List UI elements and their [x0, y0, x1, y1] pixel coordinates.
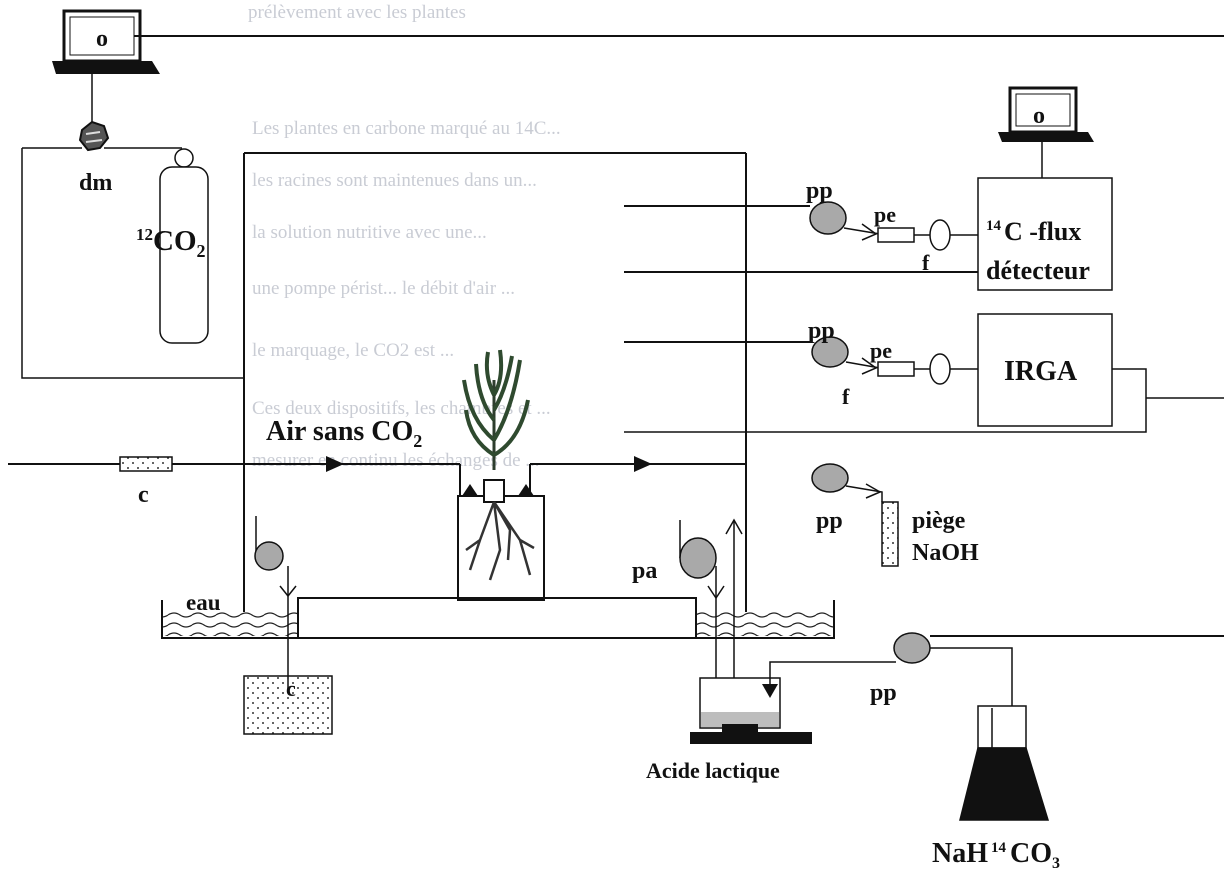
- pe-label-1: pe: [874, 202, 896, 227]
- background-text-0: prélèvement avec les plantes: [248, 2, 466, 23]
- nah-bottle-line: [930, 647, 1013, 706]
- background-text-3: la solution nutritive avec une...: [252, 222, 487, 243]
- pa-down-arrowhead: [707, 585, 725, 600]
- pa-pump-icon: [679, 537, 717, 579]
- dm-label: dm: [79, 170, 112, 196]
- air-label: Air sans CO2: [266, 416, 422, 451]
- air-arrow-right: [634, 456, 652, 472]
- water-right: [697, 612, 833, 636]
- background-text-2: les racines sont maintenues dans un...: [252, 170, 537, 191]
- irga-output-line: [624, 368, 1224, 433]
- irga-label: IRGA: [1004, 356, 1078, 387]
- acid-liquid: [701, 712, 779, 727]
- f-filter-icon-2: [929, 353, 951, 385]
- pp-label-3: pp: [816, 508, 843, 534]
- c-filter-icon: [119, 456, 173, 472]
- pp3-to-trap-line: [845, 485, 883, 502]
- background-text-4: une pompe périst... le débit d'air ...: [252, 278, 516, 299]
- c-filter-label: c: [138, 482, 149, 508]
- flux-detector-label-2: détecteur: [986, 256, 1090, 285]
- nah-arrowhead: [762, 684, 778, 698]
- acid-stirrer: [722, 724, 758, 732]
- pp-pump-icon-2: [811, 336, 849, 368]
- flux-detector-box: [977, 177, 1113, 291]
- water-bath-inner: [297, 597, 697, 638]
- pp1-arrowhead: [861, 223, 878, 241]
- nah-pump-icon: [893, 632, 931, 664]
- acid-up-arrowhead: [725, 518, 743, 535]
- air-arrow-left: [326, 456, 344, 472]
- f-filter-icon-1: [929, 219, 951, 251]
- f-label-2: f: [842, 384, 850, 409]
- pp-label-4: pp: [870, 680, 897, 706]
- water-left: [163, 612, 297, 636]
- c-container-label: c: [286, 676, 296, 701]
- pp-label-1: pp: [806, 178, 833, 204]
- background-text-5: le marquage, le CO2 est ...: [252, 340, 455, 361]
- pp-label-2: pp: [808, 318, 835, 344]
- pa-label: pa: [632, 558, 657, 584]
- acide-label: Acide lactique: [646, 758, 780, 783]
- co2-bottle-icon: [159, 148, 209, 344]
- irga-box: [977, 313, 1113, 427]
- pe-filter-icon-2: [877, 361, 915, 377]
- pp-pump-icon-3: [811, 463, 849, 493]
- co2-loop-line: [21, 147, 244, 379]
- plant-collar: [483, 479, 505, 503]
- eau-label: eau: [186, 590, 221, 615]
- acid-plate: [690, 732, 812, 744]
- left-pump-icon: [254, 541, 284, 571]
- dm-flowmeter-icon: [78, 120, 110, 152]
- computer-icon-left: [52, 9, 160, 74]
- pot-seal-right: [518, 484, 534, 496]
- piege-label-1: piège: [912, 508, 966, 534]
- f-label-1: f: [922, 250, 930, 275]
- water-bath-tray: [161, 600, 835, 639]
- naoh-trap-icon: [881, 501, 899, 567]
- co2-bottle-label: 12CO2: [136, 225, 206, 261]
- pp-pump-icon-1: [809, 201, 847, 235]
- plant-icon: [462, 349, 530, 470]
- computer-icon-right: [998, 86, 1094, 142]
- plant-roots: [465, 501, 535, 581]
- pe-label-2: pe: [870, 338, 892, 363]
- computer-left-label: o: [96, 26, 108, 52]
- background-text-7: mesurer en continu les échanges de ...: [252, 450, 540, 471]
- pe-filter-icon-1: [877, 227, 915, 243]
- nah-to-acid-line: [769, 661, 896, 692]
- growth-chamber-outline: [243, 152, 747, 612]
- computer-right-label: o: [1033, 103, 1045, 129]
- pp2-arrowhead: [861, 357, 878, 375]
- piege-label-2: NaOH: [912, 540, 979, 566]
- pot-seal-left: [462, 484, 478, 496]
- nah-flask-icon: [959, 705, 1050, 821]
- c-container: [243, 675, 333, 735]
- pp3-arrowhead: [865, 483, 882, 499]
- background-text-1: Les plantes en carbone marqué au 14C...: [252, 118, 561, 139]
- left-pump-arrowhead: [279, 585, 297, 598]
